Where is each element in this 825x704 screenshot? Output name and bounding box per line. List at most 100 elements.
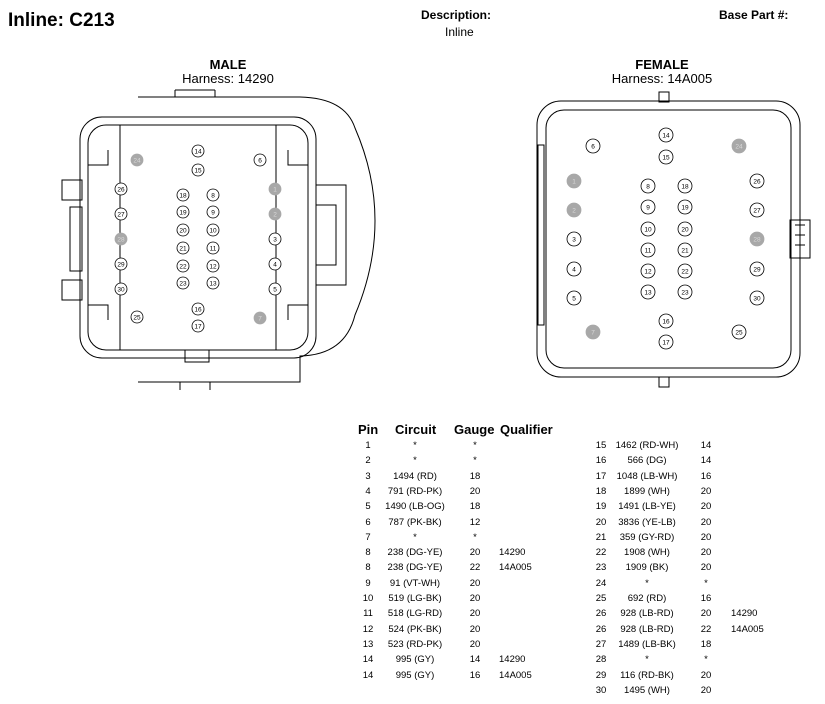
table-cell-pin: 8 xyxy=(365,547,371,559)
table-cell-circuit: * xyxy=(413,440,417,451)
female-pin-30 xyxy=(749,290,765,306)
table-cell-gauge: * xyxy=(473,531,477,543)
male-pin-3 xyxy=(268,232,282,246)
table-cell-gauge: 20 xyxy=(700,684,712,696)
header-qualifier: Qualifier xyxy=(500,422,553,437)
male-pin-8 xyxy=(206,188,220,202)
table-cell-pin: 3 xyxy=(365,470,371,482)
female-pin-17 xyxy=(658,334,674,350)
male-pin-27 xyxy=(114,207,128,221)
table-cell-circuit: 1048 (LB-WH) xyxy=(616,470,678,482)
table-cell-circuit: 1908 (WH) xyxy=(624,547,670,559)
female-pin-label-10: 10 xyxy=(644,226,652,233)
table-cell-gauge: 20 xyxy=(469,485,481,497)
female-pin-27 xyxy=(749,202,765,218)
female-pin-6 xyxy=(585,138,601,154)
table-cell-qualifier: 14290 xyxy=(731,608,758,620)
male-pin-label-3: 3 xyxy=(273,236,277,243)
table-cell-gauge: 14 xyxy=(469,654,481,666)
male-pin-29 xyxy=(114,257,128,271)
table-cell-qualifier: 14A005 xyxy=(731,623,764,635)
female-pin-25 xyxy=(731,324,747,340)
table-cell-pin: 4 xyxy=(365,485,371,497)
male-pin-9 xyxy=(206,205,220,219)
female-pin-label-15: 15 xyxy=(662,154,670,161)
table-cell-circuit: 91 (VT-WH) xyxy=(389,577,441,589)
female-pin-18 xyxy=(677,178,693,194)
male-pin-13 xyxy=(206,276,220,290)
male-pin-label-19: 19 xyxy=(179,209,187,216)
table-cell-gauge: 20 xyxy=(700,547,712,559)
table-cell-pin: 7 xyxy=(365,531,371,543)
table-cell-pin: 21 xyxy=(595,531,607,543)
description-label: Description: xyxy=(421,8,492,22)
female-pin-label-17: 17 xyxy=(662,339,670,346)
table-cell-circuit: 1489 (LB-BK) xyxy=(618,638,676,650)
male-pin-6 xyxy=(253,153,267,167)
female-pin-7 xyxy=(585,324,601,340)
table-cell-pin: 19 xyxy=(595,501,607,513)
table-cell-gauge: * xyxy=(704,577,708,589)
table-cell-pin: 25 xyxy=(595,593,607,604)
table-cell-pin: 6 xyxy=(365,516,371,528)
table-cell-pin: 27 xyxy=(595,638,607,650)
male-pin-label-5: 5 xyxy=(273,286,277,293)
female-pin-9 xyxy=(640,199,656,215)
female-pin-22 xyxy=(677,263,693,279)
male-pin-label-18: 18 xyxy=(179,192,187,199)
female-pin-label-12: 12 xyxy=(644,268,652,275)
table-cell-gauge: 12 xyxy=(469,516,481,528)
female-pin-label-30: 30 xyxy=(753,295,761,302)
female-pin-label-9: 9 xyxy=(646,204,650,211)
table-cell-gauge: 20 xyxy=(469,577,481,589)
male-pin-label-1: 1 xyxy=(273,186,277,193)
female-harness: Harness: 14A005 xyxy=(611,71,713,86)
female-pin-label-27: 27 xyxy=(753,207,761,214)
table-cell-pin: 14 xyxy=(362,669,374,681)
table-cell-circuit: 787 (PK-BK) xyxy=(388,516,442,528)
male-pin-28 xyxy=(114,232,128,246)
female-pin-label-18: 18 xyxy=(681,183,689,190)
table-cell-gauge: 20 xyxy=(700,608,712,620)
female-pin-label-1: 1 xyxy=(572,178,576,185)
female-pin-label-4: 4 xyxy=(572,266,576,273)
table-cell-pin: 29 xyxy=(595,669,607,681)
female-pin-23 xyxy=(677,284,693,300)
table-cell-circuit: 238 (DG-YE) xyxy=(387,562,443,574)
table-cell-pin: 26 xyxy=(595,608,607,620)
female-pin-15 xyxy=(658,149,674,165)
table-cell-gauge: 20 xyxy=(700,516,712,528)
table-cell-circuit: 116 (RD-BK) xyxy=(620,669,674,681)
female-pin-label-2: 2 xyxy=(572,207,576,214)
male-connector-body xyxy=(61,89,376,390)
female-pin-19 xyxy=(677,199,693,215)
table-cell-gauge: 16 xyxy=(700,593,712,604)
header-circuit: Circuit xyxy=(395,422,437,437)
male-pin-label-23: 23 xyxy=(179,280,187,287)
male-pin-18 xyxy=(176,188,190,202)
table-cell-gauge: * xyxy=(704,654,708,666)
female-pin-26 xyxy=(749,173,765,189)
female-pin-label-6: 6 xyxy=(591,143,595,150)
male-pin-label-2: 2 xyxy=(273,211,277,218)
table-cell-circuit: 359 (GY-RD) xyxy=(619,531,675,543)
table-cell-circuit: * xyxy=(645,577,649,589)
table-cell-circuit: 928 (LB-RD) xyxy=(620,608,674,620)
male-pin-label-12: 12 xyxy=(209,263,217,270)
male-pin-11 xyxy=(206,241,220,255)
table-cell-gauge: 16 xyxy=(469,669,481,681)
male-pin-label-4: 4 xyxy=(273,261,277,268)
table-cell-circuit: 692 (RD) xyxy=(627,593,667,604)
table-cell-pin: 23 xyxy=(595,562,607,574)
header-pin: Pin xyxy=(358,422,379,437)
male-pin-15 xyxy=(191,163,205,177)
female-pin-4 xyxy=(566,261,582,277)
female-pin-label-24: 24 xyxy=(735,143,743,150)
female-pin-label-23: 23 xyxy=(681,289,689,296)
table-cell-gauge: 18 xyxy=(469,470,481,482)
table-cell-pin: 2 xyxy=(365,455,371,467)
table-cell-circuit: 791 (RD-PK) xyxy=(387,485,443,497)
male-pin-label-14: 14 xyxy=(194,148,202,155)
table-cell-pin: 24 xyxy=(595,577,607,589)
